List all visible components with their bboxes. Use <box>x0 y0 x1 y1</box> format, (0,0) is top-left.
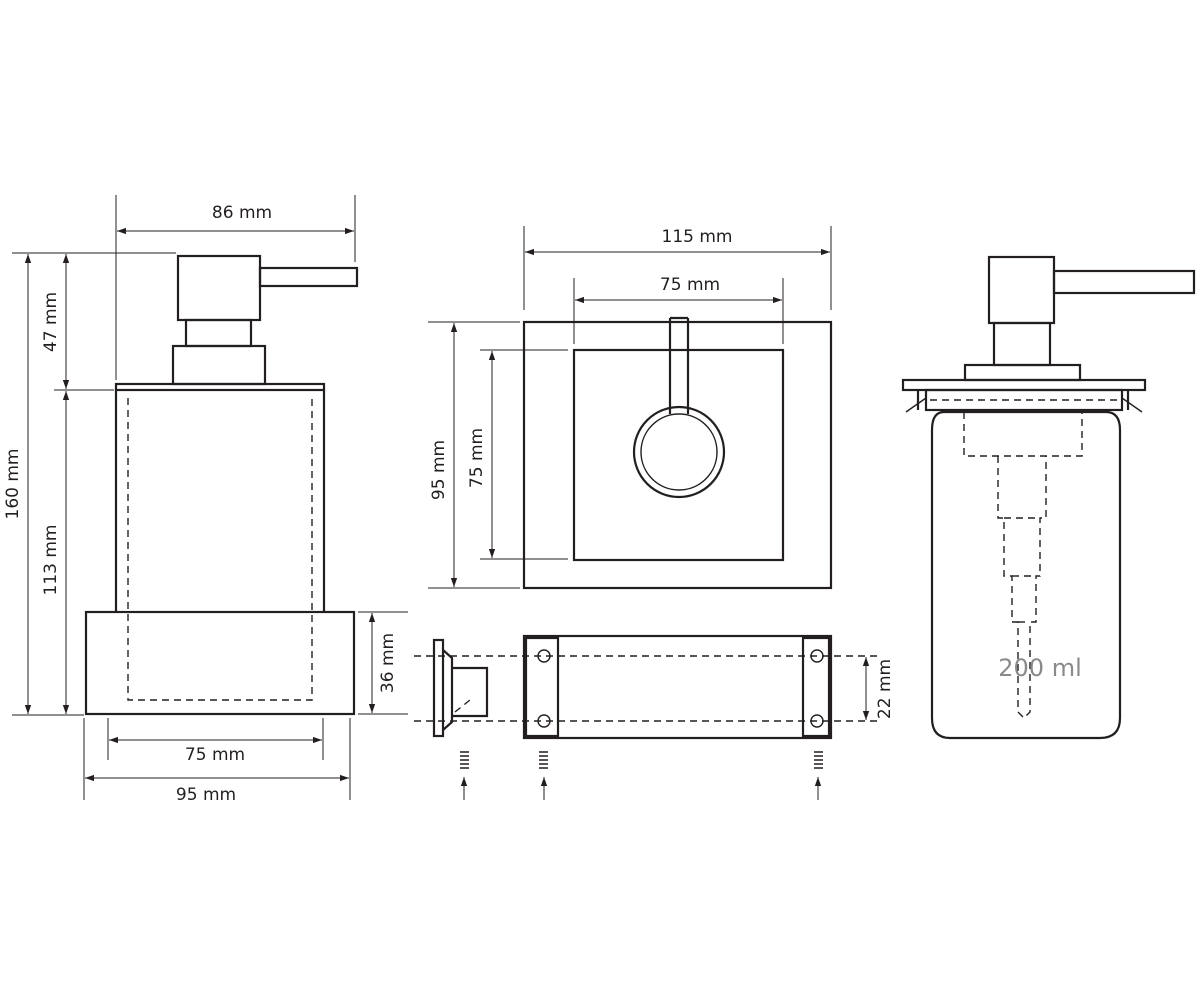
section-pump-neck <box>992 321 1052 367</box>
dim-22-label: 22 mm <box>875 659 895 719</box>
top-inner-square <box>572 348 785 562</box>
section-pump-head <box>987 255 1056 325</box>
dim-75-front-label: 75 mm <box>185 745 245 765</box>
capacity-label: 200 ml <box>998 654 1081 682</box>
screw-right <box>814 751 823 800</box>
bottle-section-view: 200 ml <box>901 255 1196 740</box>
top-view: 115 mm 75 mm 95 mm 75 mm <box>428 226 833 590</box>
bracket-right-tab <box>801 636 831 738</box>
pump-spout <box>258 266 359 288</box>
dim-75-top-label: 75 mm <box>660 275 720 295</box>
dim-95-front-label: 95 mm <box>176 785 236 805</box>
screw-middle <box>539 751 548 800</box>
top-outer-square <box>522 320 833 590</box>
dim-95-top-label: 95 mm <box>429 440 449 500</box>
dim-113-label: 113 mm <box>41 525 61 596</box>
pump-head <box>176 254 262 322</box>
dim-115-label: 115 mm <box>662 227 733 247</box>
top-pump-ring-outer <box>632 405 726 499</box>
glass-bottle <box>930 410 1122 740</box>
hidden-pump-housing <box>963 412 1083 457</box>
section-lid-plate <box>901 378 1147 392</box>
bracket-side-arm <box>452 666 489 718</box>
top-pump-ring-inner <box>640 413 718 491</box>
dim-160-label: 160 mm <box>3 449 23 520</box>
dim-47-label: 47 mm <box>41 292 61 352</box>
top-spout <box>668 316 690 414</box>
base-block <box>84 610 356 716</box>
pump-collar <box>171 344 267 386</box>
section-rim <box>924 388 1124 412</box>
lid-plate <box>114 382 326 392</box>
bracket-front-plate <box>522 634 833 740</box>
hidden-dip-tube <box>997 456 1047 719</box>
hidden-container <box>127 398 313 701</box>
dim-36-label: 36 mm <box>378 633 398 693</box>
bracket-side-plate <box>432 638 445 738</box>
dim-75-top-vertical-label: 75 mm <box>467 428 487 488</box>
pump-neck <box>184 318 253 348</box>
bracket-left-tab <box>524 636 560 738</box>
front-view: 86 mm 160 mm 47 mm 113 mm 36 mm 75 mm 95… <box>3 195 408 805</box>
wall-bracket-view: 22 mm <box>414 634 895 800</box>
section-pump-collar <box>963 363 1082 382</box>
dim-86-label: 86 mm <box>212 203 272 223</box>
screw-left <box>460 751 469 800</box>
section-pump-spout <box>1052 269 1196 295</box>
